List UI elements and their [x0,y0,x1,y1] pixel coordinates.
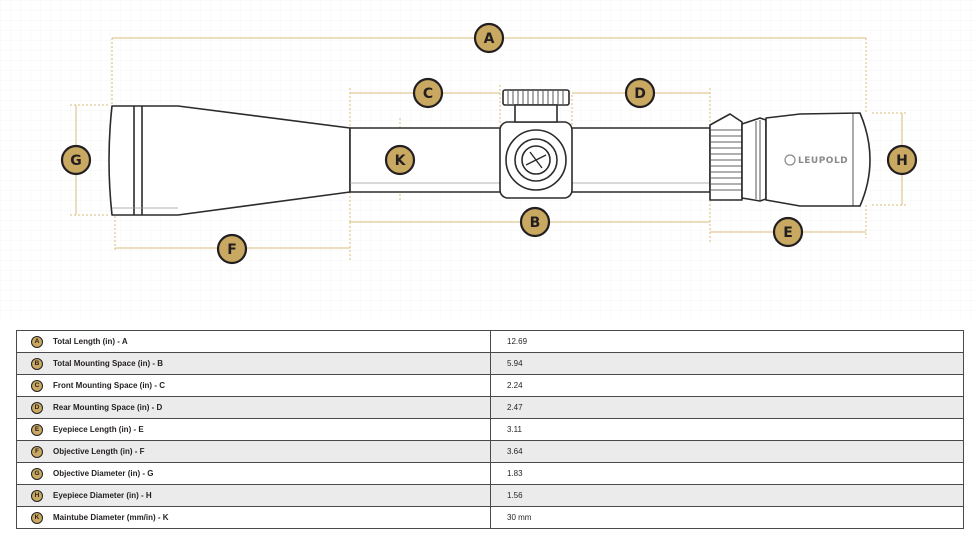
power-ring-knurling [711,129,742,191]
spec-label: Front Mounting Space (in) - C [53,381,165,390]
table-row: B Total Mounting Space (in) - B 5.94 [16,352,964,375]
badge-F: F [216,233,248,265]
spec-value: 3.11 [490,418,964,441]
spec-value: 1.56 [490,484,964,507]
badge-G: G [60,144,92,176]
badge-icon: G [31,467,43,480]
table-row: A Total Length (in) - A 12.69 [16,330,964,353]
badge-icon: F [31,445,43,458]
spec-label: Objective Length (in) - F [53,447,145,456]
badge-icon: H [31,489,43,502]
svg-text:LEUPOLD: LEUPOLD [798,156,848,166]
badge-A: A [473,22,505,54]
badge-icon: E [31,423,43,436]
badge-H: H [886,144,918,176]
spec-label: Objective Diameter (in) - G [53,469,154,478]
badge-D: D [624,77,656,109]
spec-label-cell: D Rear Mounting Space (in) - D [16,396,491,419]
spec-label: Total Length (in) - A [53,337,128,346]
spec-value: 12.69 [490,330,964,353]
spec-label-cell: A Total Length (in) - A [16,330,491,353]
svg-text:F: F [227,242,237,258]
turret-knurling [507,91,564,104]
spec-label-cell: B Total Mounting Space (in) - B [16,352,491,375]
specifications-table: A Total Length (in) - A 12.69 B Total Moun… [16,330,964,529]
eyepiece [765,112,871,207]
spec-label-cell: C Front Mounting Space (in) - C [16,374,491,397]
spec-label-cell: H Eyepiece Diameter (in) - H [16,484,491,507]
svg-text:B: B [530,215,541,231]
svg-text:E: E [783,225,793,241]
table-row: F Objective Length (in) - F 3.64 [16,440,964,463]
badge-icon: C [31,379,43,392]
table-row: E Eyepiece Length (in) - E 3.11 [16,418,964,441]
spec-label: Maintube Diameter (mm/in) - K [53,513,169,522]
badge-E: E [772,216,804,248]
rifle-scope [108,89,871,216]
badge-icon: B [31,357,43,370]
spec-value: 5.94 [490,352,964,375]
spec-value: 2.47 [490,396,964,419]
spec-value: 30 mm [490,506,964,529]
table-row: K Maintube Diameter (mm/in) - K 30 mm [16,506,964,529]
scope-dimension-diagram: LEUPOLD A B C D E F G H K [0,0,978,318]
badge-icon: K [31,511,43,524]
badge-icon: D [31,401,43,414]
table-row: H Eyepiece Diameter (in) - H 1.56 [16,484,964,507]
spec-label-cell: F Objective Length (in) - F [16,440,491,463]
badge-C: C [412,77,444,109]
spec-value: 3.64 [490,440,964,463]
svg-text:D: D [634,86,646,102]
spec-label: Total Mounting Space (in) - B [53,359,164,368]
table-row: C Front Mounting Space (in) - C 2.24 [16,374,964,397]
badge-B: B [519,206,551,238]
spec-label-cell: K Maintube Diameter (mm/in) - K [16,506,491,529]
spec-label-cell: G Objective Diameter (in) - G [16,462,491,485]
spec-label-cell: E Eyepiece Length (in) - E [16,418,491,441]
leupold-logo: LEUPOLD [784,154,848,166]
svg-text:C: C [423,86,433,102]
spec-label: Eyepiece Diameter (in) - H [53,491,152,500]
spec-value: 2.24 [490,374,964,397]
svg-text:K: K [395,153,407,169]
spec-label: Eyepiece Length (in) - E [53,425,144,434]
spec-value: 1.83 [490,462,964,485]
badge-icon: A [31,335,43,348]
svg-text:H: H [896,153,908,169]
table-row: D Rear Mounting Space (in) - D 2.47 [16,396,964,419]
spec-label: Rear Mounting Space (in) - D [53,403,163,412]
svg-text:G: G [70,153,82,169]
svg-text:A: A [484,31,495,47]
power-ring [709,113,743,201]
badge-K: K [384,144,416,176]
table-row: G Objective Diameter (in) - G 1.83 [16,462,964,485]
